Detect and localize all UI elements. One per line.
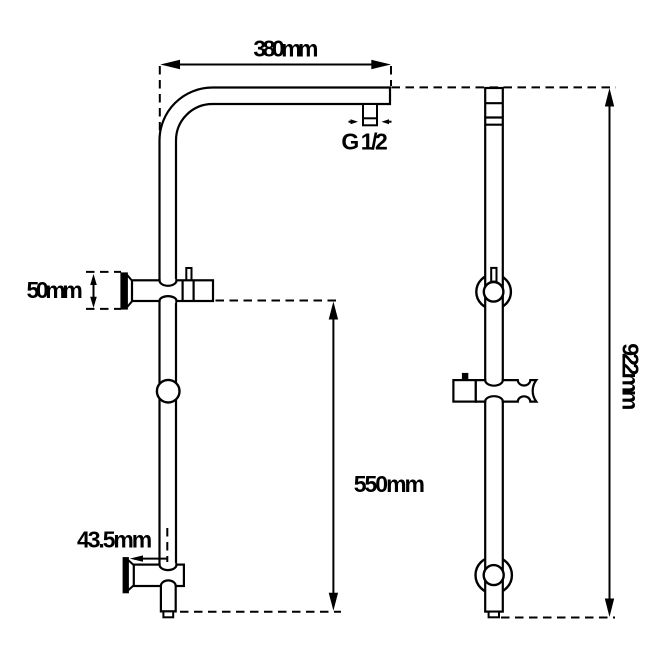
svg-text:43.5mm: 43.5mm [77,527,152,553]
svg-text:G 1/2: G 1/2 [341,129,387,155]
svg-text:922mm: 922mm [618,343,644,410]
svg-text:50mm: 50mm [27,277,83,303]
svg-text:550mm: 550mm [354,471,425,497]
svg-text:380mm: 380mm [253,36,318,62]
